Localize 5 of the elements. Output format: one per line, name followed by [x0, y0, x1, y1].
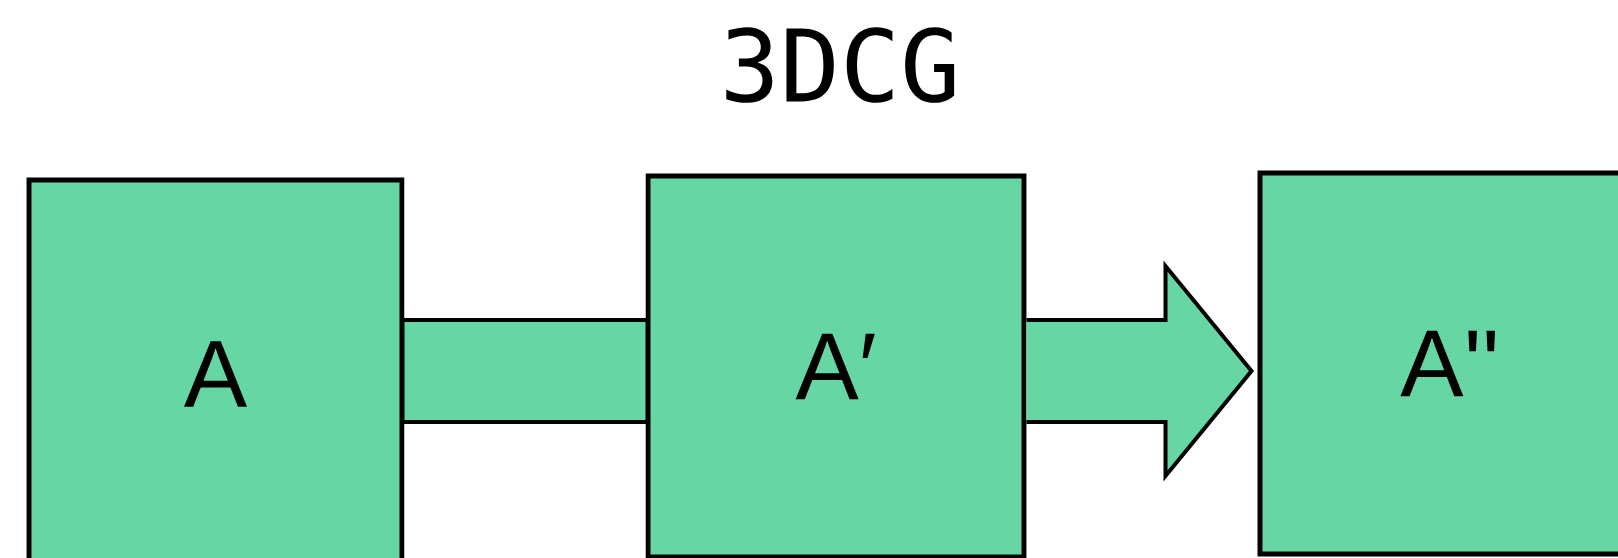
block-arrow — [1024, 260, 1255, 482]
process-box: A'' — [1257, 170, 1618, 557]
title: 3DCG — [726, 27, 955, 103]
process-box: A′ — [645, 173, 1027, 558]
process-box: A — [26, 177, 405, 558]
